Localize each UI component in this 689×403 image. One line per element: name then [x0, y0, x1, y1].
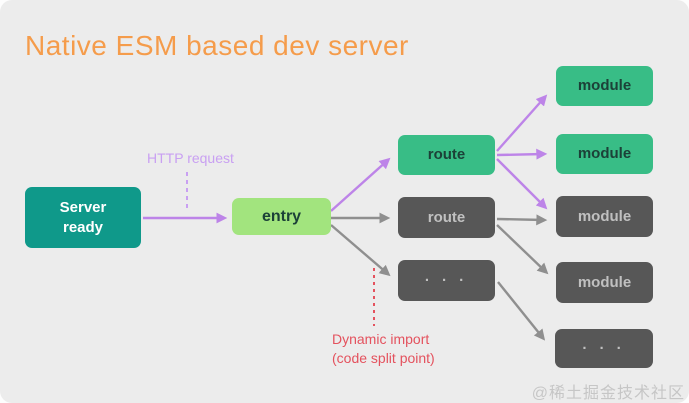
node-module-1: module	[556, 66, 653, 106]
node-module-2: module	[556, 134, 653, 174]
node-routes-more: · · ·	[398, 260, 495, 301]
diagram-title: Native ESM based dev server	[25, 30, 409, 61]
node-route-active: route	[398, 135, 495, 175]
edge-route-active-module-2	[496, 148, 548, 160]
node-modules-more: · · ·	[555, 329, 653, 368]
edge-route-inactive-module-3	[496, 214, 548, 226]
node-module-4: module	[556, 262, 653, 303]
node-server-ready: Server ready	[25, 187, 141, 248]
dynamic-import-label: Dynamic import (code split point)	[332, 331, 435, 366]
edge-entry-route-active	[330, 157, 391, 212]
edge-route-active-module-1	[496, 94, 548, 152]
watermark-text: @稀土掘金技术社区	[531, 385, 685, 402]
edge-route-active-module-3	[496, 158, 548, 210]
node-entry: entry	[232, 198, 331, 235]
node-module-3: module	[556, 196, 653, 237]
edge-route-inactive-module-4	[496, 224, 549, 275]
node-route-inactive: route	[398, 197, 495, 238]
edge-routes-more-modules-more	[497, 281, 546, 341]
http-request-label: HTTP request	[147, 150, 234, 166]
edge-entry-routes-more	[330, 224, 391, 277]
